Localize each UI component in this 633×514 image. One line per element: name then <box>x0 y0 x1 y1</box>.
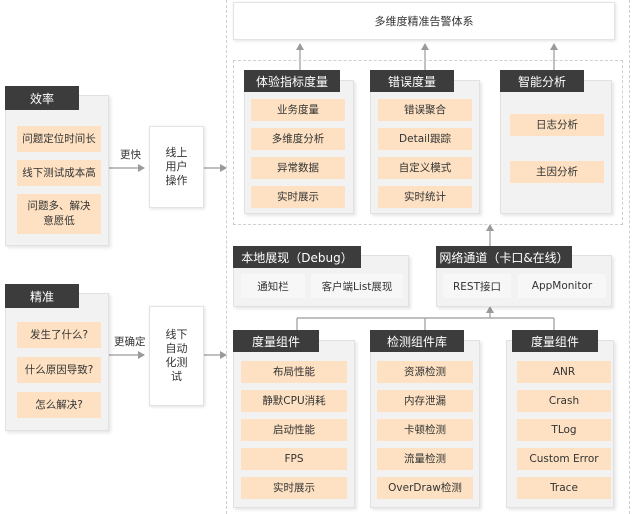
experience-item: 多维度分析 <box>251 128 345 150</box>
efficiency-item: 问题定位时间长 <box>17 126 101 152</box>
detection-library-item: 卡顿检测 <box>377 419 473 441</box>
metric-component-title: 度量组件 <box>233 330 319 352</box>
experience-item: 异常数据 <box>251 157 345 179</box>
detection-library-item: 内存泄漏 <box>377 390 473 412</box>
network-channel-title: 网络通道（卡口&在线） <box>436 246 572 268</box>
detection-library-item: 流量检测 <box>377 448 473 470</box>
error-item: Detail跟踪 <box>378 128 472 150</box>
precision-item: 发生了什么? <box>17 322 101 348</box>
smart-item: 主因分析 <box>510 161 604 183</box>
offline-auto-test-card: 线下自动化测试 <box>149 306 204 406</box>
metric-component-item-2: Custom Error <box>517 448 611 470</box>
precision-item: 怎么解决? <box>17 392 101 418</box>
right-region-frame <box>226 0 630 514</box>
faster-label: 更快 <box>120 149 141 161</box>
metric-component-title-2: 度量组件 <box>512 330 598 352</box>
detection-library-item: OverDraw检测 <box>377 477 473 499</box>
metric-component-item: 静默CPU消耗 <box>241 390 347 412</box>
metric-component-item-2: Trace <box>517 477 611 499</box>
smart-item: 日志分析 <box>510 114 604 136</box>
metric-component-item: 布局性能 <box>241 361 347 383</box>
metric-component-item-2: ANR <box>517 361 611 383</box>
metric-component-item: FPS <box>241 448 347 470</box>
efficiency-item: 问题多、解决意愿低 <box>17 194 101 234</box>
error-item: 实时统计 <box>378 186 472 208</box>
detection-library-item: 资源检测 <box>377 361 473 383</box>
error-item: 错误聚合 <box>378 99 472 121</box>
metric-component-item: 启动性能 <box>241 419 347 441</box>
detection-library-title: 检测组件库 <box>370 330 464 352</box>
precision-item: 什么原因导致? <box>17 357 101 383</box>
alert-system-bar: 多维度精准告警体系 <box>233 2 615 40</box>
error-item: 自定义模式 <box>378 157 472 179</box>
network-channel-item: AppMonitor <box>518 274 606 298</box>
local-display-item: 通知栏 <box>241 274 305 298</box>
experience-title: 体验指标度量 <box>244 70 340 92</box>
metric-component-item-2: Crash <box>517 390 611 412</box>
metric-component-item-2: TLog <box>517 419 611 441</box>
upper-metrics-region <box>233 60 623 225</box>
surer-label: 更确定 <box>114 336 146 348</box>
smart-panel <box>500 80 612 214</box>
precision-title: 精准 <box>5 284 79 308</box>
metric-component-item: 实时展示 <box>241 477 347 499</box>
efficiency-item: 线下测试成本高 <box>17 160 101 186</box>
online-user-operation-card: 线上用户操作 <box>149 126 204 208</box>
smart-title: 智能分析 <box>500 70 584 92</box>
experience-item: 实时展示 <box>251 186 345 208</box>
efficiency-title: 效率 <box>5 86 79 110</box>
error-title: 错误度量 <box>370 70 454 92</box>
local-display-item: 客户端List展现 <box>311 274 403 298</box>
local-display-title: 本地展现（Debug） <box>233 246 361 268</box>
network-channel-item: REST接口 <box>443 274 511 298</box>
experience-item: 业务度量 <box>251 99 345 121</box>
